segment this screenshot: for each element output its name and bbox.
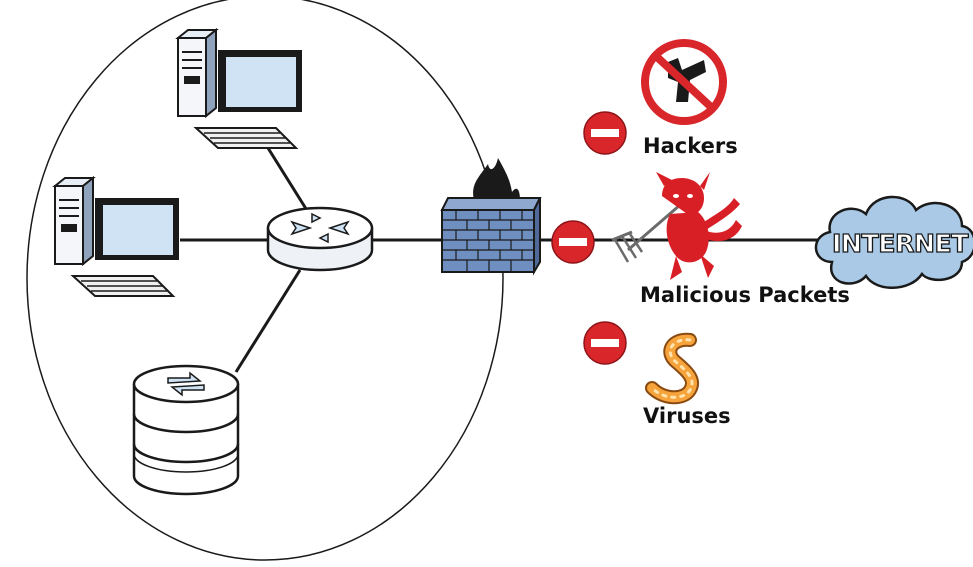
worm-icon xyxy=(652,340,692,397)
link-server-router xyxy=(236,270,300,372)
label-internet: INTERNET xyxy=(832,229,968,258)
label-viruses: Viruses xyxy=(643,404,731,428)
block-icon xyxy=(552,221,594,263)
router-icon xyxy=(268,208,372,270)
block-icon xyxy=(584,112,626,154)
label-hackers: Hackers xyxy=(643,134,738,158)
devil-icon xyxy=(612,172,742,280)
workstation-icon xyxy=(178,30,302,148)
link-top-pc-router xyxy=(268,148,308,212)
server-icon xyxy=(134,366,238,494)
workstation-icon xyxy=(55,178,179,296)
block-icon xyxy=(584,322,626,364)
firewall-icon xyxy=(442,158,540,272)
label-malicious-packets: Malicious Packets xyxy=(640,283,850,307)
no-hackers-icon xyxy=(645,43,723,121)
